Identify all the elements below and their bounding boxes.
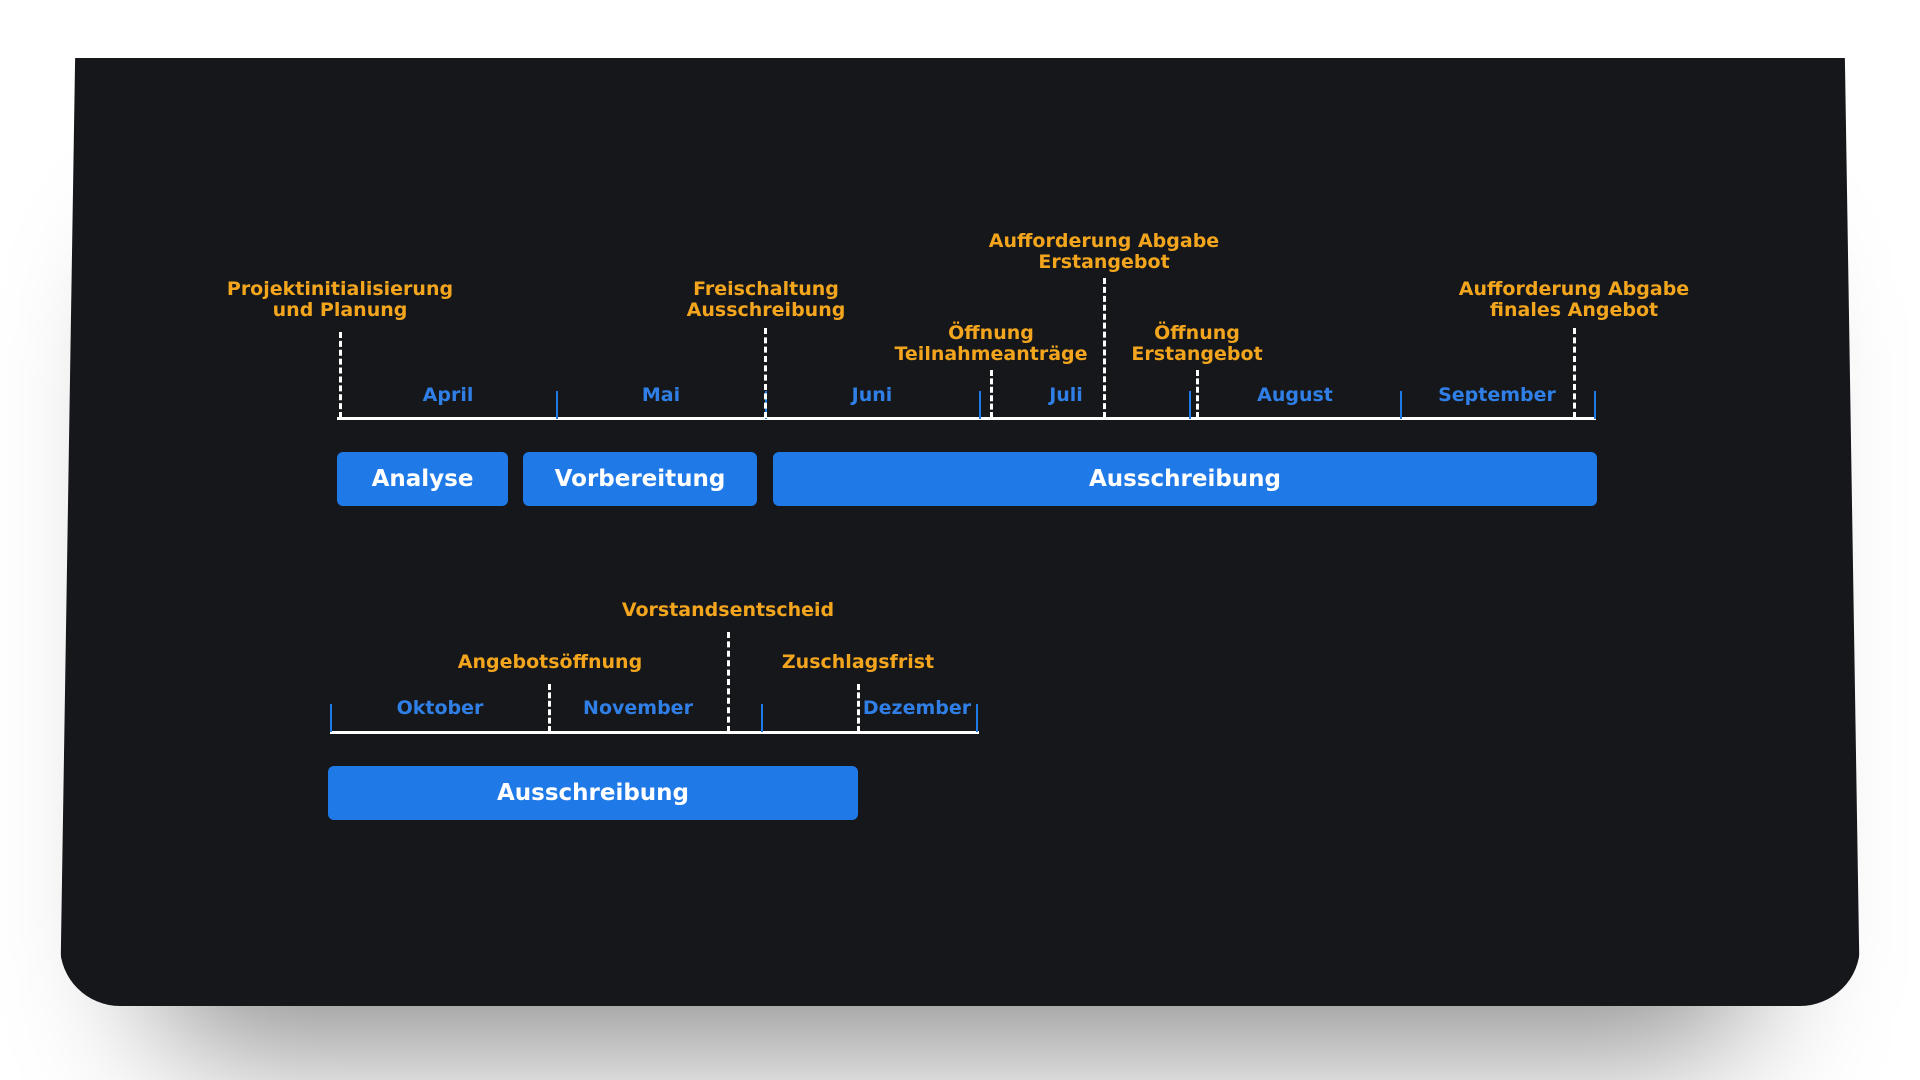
phase-bar-ausschreibung: Ausschreibung	[773, 452, 1597, 506]
milestone-oeffnung-teilnahmeantraege: Öffnung Teilnahmeanträge	[894, 322, 1088, 365]
milestone-marker	[857, 684, 860, 732]
month-tick	[1400, 391, 1402, 419]
milestone-zuschlagsfrist: Zuschlagsfrist	[781, 651, 935, 673]
month-oktober: Oktober	[396, 697, 484, 719]
month-tick	[330, 704, 332, 732]
phase-bar-vorbereitung: Vorbereitung	[523, 452, 757, 506]
milestone-marker	[764, 328, 767, 418]
milestone-aufforderung-erstangebot: Aufforderung Abgabe Erstangebot	[988, 230, 1220, 273]
phase-bar-ausschreibung-row2: Ausschreibung	[328, 766, 858, 820]
milestone-marker	[990, 370, 993, 418]
month-april: April	[422, 384, 474, 406]
month-september: September	[1438, 384, 1556, 406]
milestone-angebotsoeffnung: Angebotsöffnung	[457, 651, 643, 673]
month-juli: Juli	[1049, 384, 1083, 406]
milestone-marker	[339, 332, 342, 418]
milestone-marker	[1196, 370, 1199, 418]
month-tick	[976, 704, 978, 732]
month-november: November	[583, 697, 693, 719]
month-tick	[556, 391, 558, 419]
month-tick	[1189, 391, 1191, 419]
month-tick	[761, 704, 763, 732]
milestone-aufforderung-finales-angebot: Aufforderung Abgabe finales Angebot	[1458, 278, 1690, 321]
milestone-marker	[727, 632, 730, 732]
milestone-vorstandsentscheid: Vorstandsentscheid	[621, 599, 835, 621]
month-august: August	[1257, 384, 1333, 406]
month-juni: Juni	[851, 384, 893, 406]
milestone-marker	[548, 684, 551, 732]
month-tick	[979, 391, 981, 419]
timeline-axis-row2	[330, 731, 979, 734]
milestone-freischaltung: Freischaltung Ausschreibung	[686, 278, 846, 321]
month-tick	[1594, 391, 1596, 419]
month-mai: Mai	[641, 384, 681, 406]
milestone-projektinitialisierung: Projektinitialisierung und Planung	[226, 278, 454, 321]
month-dezember: Dezember	[862, 697, 972, 719]
milestone-oeffnung-erstangebot: Öffnung Erstangebot	[1131, 322, 1263, 365]
timeline-axis-row1	[337, 417, 1596, 420]
milestone-marker	[1573, 328, 1576, 418]
timeline-card	[60, 58, 1860, 1006]
phase-bar-analyse: Analyse	[337, 452, 508, 506]
milestone-marker	[1103, 278, 1106, 418]
